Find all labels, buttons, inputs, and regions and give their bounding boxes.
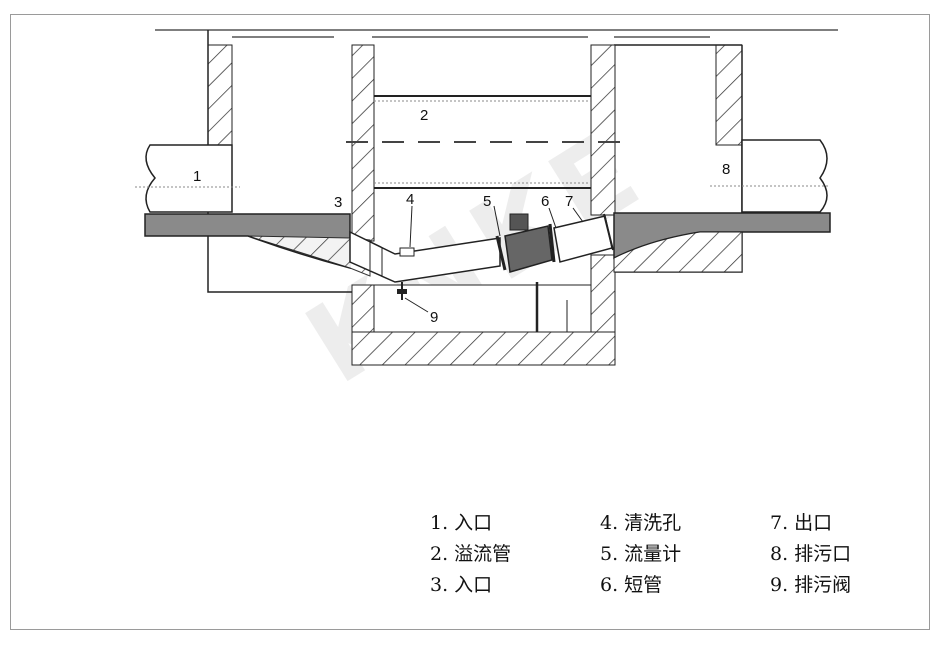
callout-7: 7: [565, 193, 573, 210]
left-well: [207, 30, 352, 293]
legend-item: 2. 溢流管: [430, 543, 512, 565]
callout-6: 6: [541, 193, 549, 210]
legend-item: 4. 清洗孔: [600, 512, 682, 534]
measuring-pipe: [349, 230, 507, 283]
drain-valve: [397, 282, 429, 313]
callout-8: 8: [722, 161, 730, 178]
legend-item: 1. 入口: [430, 512, 493, 534]
legend-item: 7. 出口: [770, 512, 833, 534]
legend-item: 8. 排污口: [770, 543, 852, 565]
legend: 1. 入口 4. 清洗孔 7. 出口 2. 溢流管 5. 流量计 8. 排污口 …: [430, 510, 910, 599]
legend-item: 9. 排污阀: [770, 574, 852, 596]
cleaning-port: [399, 247, 415, 257]
drain-outlet-pipe: [710, 139, 830, 213]
legend-item: 5. 流量计: [600, 543, 682, 565]
callout-2: 2: [420, 107, 428, 124]
callout-9: 9: [430, 309, 438, 326]
callout-1: 1: [193, 168, 201, 185]
legend-item: 6. 短管: [600, 574, 663, 596]
right-well: [614, 44, 743, 273]
legend-item: 3. 入口: [430, 574, 493, 596]
center-chamber: [351, 44, 616, 366]
short-pipe: [553, 213, 614, 263]
callout-3: 3: [334, 194, 342, 211]
inlet-pipe: [135, 144, 240, 213]
callout-5: 5: [483, 193, 491, 210]
flowmeter: [504, 213, 556, 273]
overflow-pipe: [346, 95, 630, 189]
figure-frame: [10, 14, 930, 630]
callout-4: 4: [406, 191, 414, 208]
